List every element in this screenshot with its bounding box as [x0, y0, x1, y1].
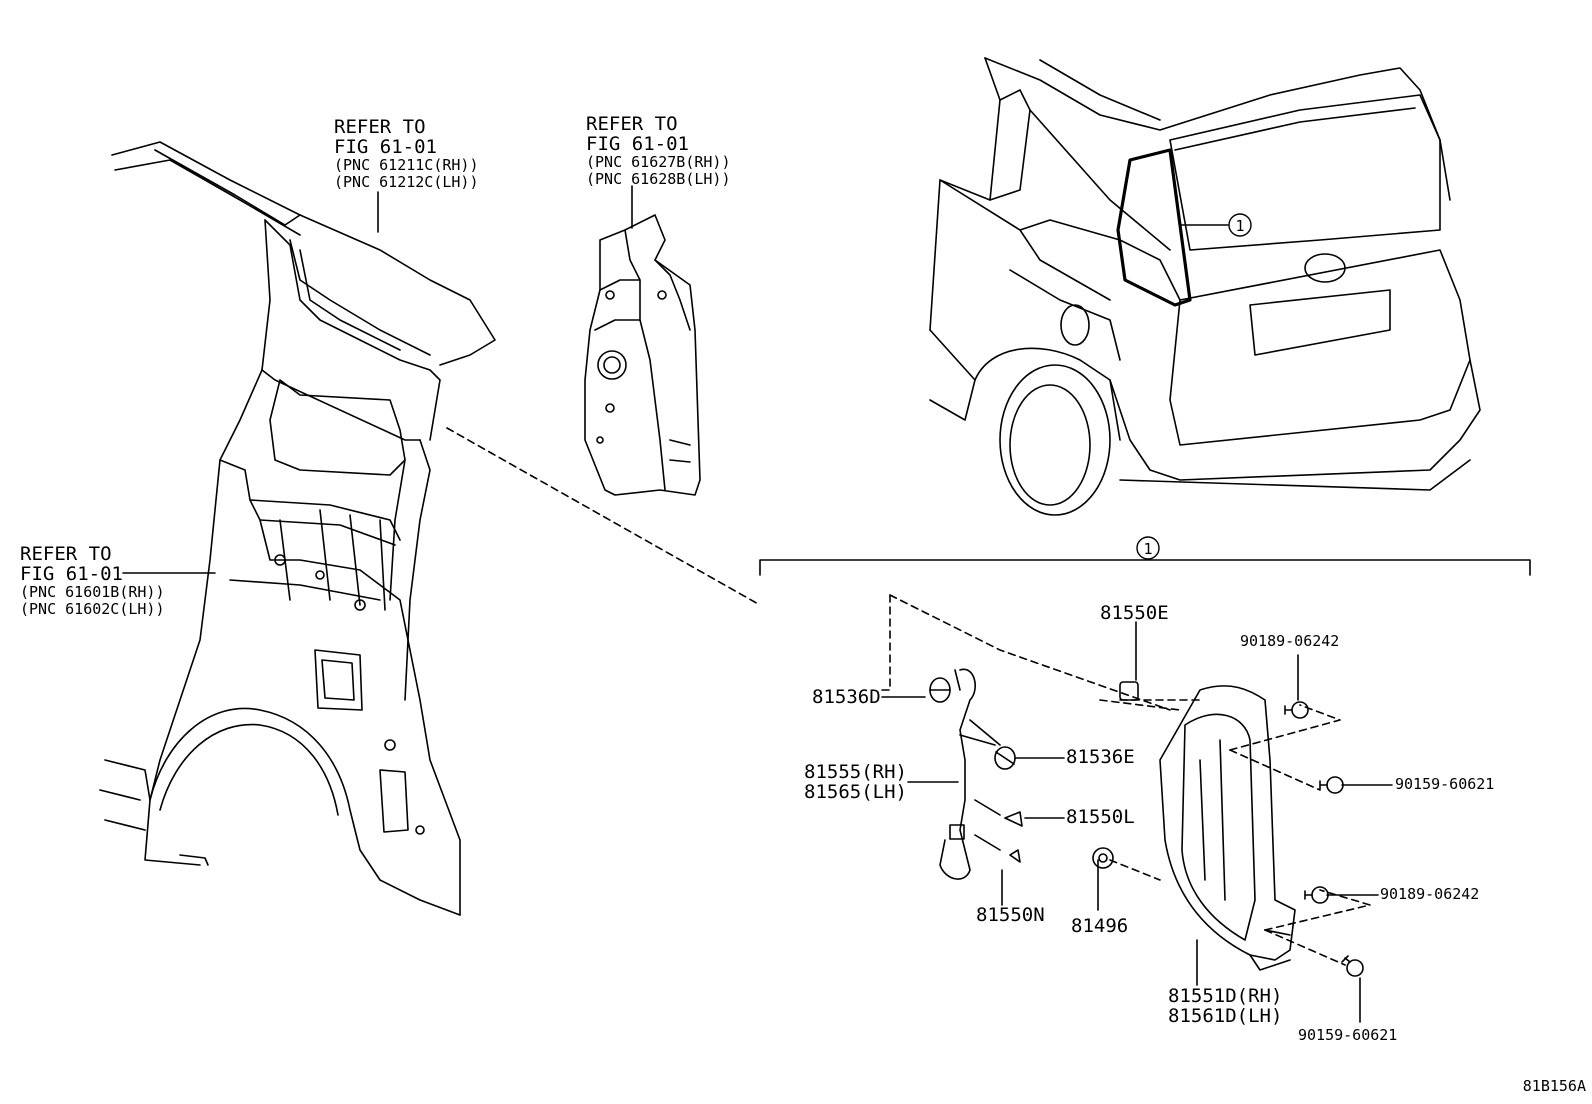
ref-mark-bracket: 1: [1143, 540, 1152, 558]
tail-lamp-highlight: [1116, 148, 1192, 307]
vehicle-rear-drawing: [929, 57, 1481, 516]
refer-quarter-line3: (PNC 61601B(RH)): [20, 583, 165, 601]
dashed-link-quarter: [446, 427, 761, 606]
refer-pillar-line3: (PNC 61627B(RH)): [586, 153, 731, 171]
ref-circle-bracket: [1136, 536, 1160, 560]
figure-code: 81B156A: [1522, 1077, 1586, 1095]
ref-mark-car: 1: [1235, 217, 1244, 235]
part-81565-lh: 81565(LH): [804, 781, 907, 803]
part-81555-rh: 81555(RH): [804, 761, 907, 783]
part-81550L: 81550L: [1066, 806, 1135, 828]
quarter-panel-drawing: [99, 141, 496, 916]
part-81550N: 81550N: [976, 904, 1045, 926]
part-90189-06242-bottom: 90189-06242: [1380, 885, 1480, 903]
refer-roof-line3: (PNC 61211C(RH)): [334, 156, 479, 174]
part-81536E: 81536E: [1066, 746, 1135, 768]
refer-quarter-line4: (PNC 61602C(LH)): [20, 600, 165, 618]
part-90159-60621-bottom: 90159-60621: [1298, 1026, 1398, 1044]
ref-circle-car: [1228, 213, 1252, 237]
part-90189-06242-top: 90189-06242: [1240, 632, 1340, 650]
refer-quarter-line2: FIG 61-01: [20, 563, 123, 585]
refer-pillar-line2: FIG 61-01: [586, 133, 689, 155]
part-81536D: 81536D: [812, 686, 881, 708]
refer-pillar-line1: REFER TO: [586, 113, 678, 135]
refer-quarter-line1: REFER TO: [20, 543, 112, 565]
part-81496: 81496: [1071, 915, 1129, 937]
part-81561D-lh: 81561D(LH): [1168, 1005, 1283, 1027]
refer-pillar-line4: (PNC 61628B(LH)): [586, 170, 731, 188]
pillar-panel-drawing: [584, 214, 701, 496]
refer-roof-line2: FIG 61-01: [334, 136, 437, 158]
refer-roof-line4: (PNC 61212C(LH)): [334, 173, 479, 191]
assembly-bracket: [759, 559, 1531, 576]
refer-roof-line1: REFER TO: [334, 116, 426, 138]
leader-lines: [122, 185, 1393, 1023]
part-81550E: 81550E: [1100, 602, 1169, 624]
part-90159-60621-top: 90159-60621: [1395, 775, 1495, 793]
part-81551D-rh: 81551D(RH): [1168, 985, 1283, 1007]
